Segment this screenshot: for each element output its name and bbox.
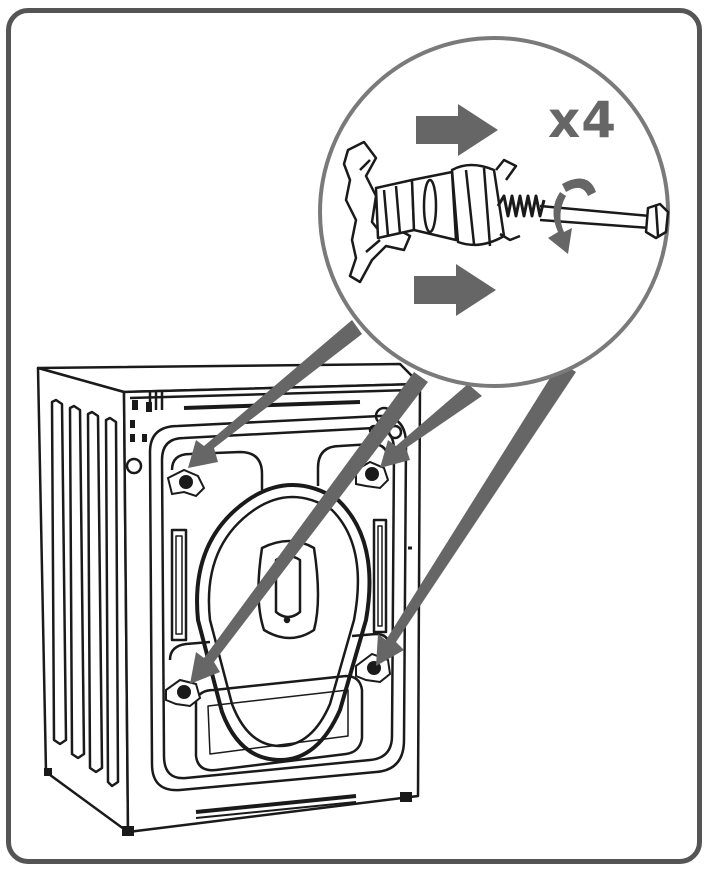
transit-bolt-bottom-left [165,678,202,708]
right-arrow-icon [414,104,498,316]
transit-bolt-top-right [355,460,390,490]
pointer-arrow-bottom-right [376,362,576,666]
washing-machine [36,362,422,836]
counterclockwise-rotate-icon [548,178,596,254]
transit-bolt-top-left [166,468,206,498]
direction-arrow-lower [414,264,496,316]
pointer-arrow-top-left [188,320,362,468]
pointer-arrow-bottom-left [190,372,428,684]
direction-arrow-upper [416,104,498,156]
pointer-arrows [188,320,576,684]
pointer-arrow-top-right [380,384,482,468]
quantity-label: x4 [548,91,618,149]
side-ribs [50,398,120,788]
